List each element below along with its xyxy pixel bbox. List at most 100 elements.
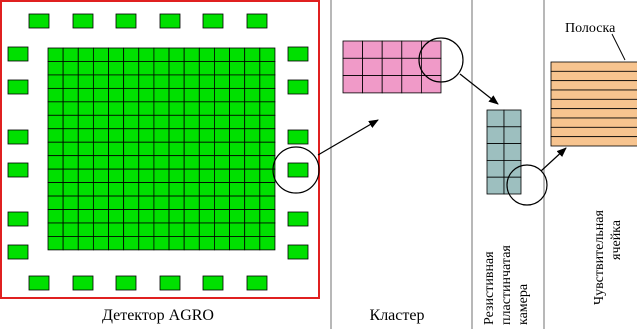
detector-cell <box>153 61 170 76</box>
detector-cell <box>168 74 185 89</box>
detector-cell <box>229 87 246 103</box>
detector-cell <box>259 74 276 89</box>
chamber-label-line2: пластинчатая <box>499 245 514 325</box>
detector-cell <box>153 87 170 103</box>
detector-cell <box>168 209 185 224</box>
detector-cell <box>244 182 261 197</box>
detector-cell <box>214 168 230 183</box>
detector-cell <box>229 222 246 237</box>
detector-cell <box>47 128 64 143</box>
detector-cell <box>183 155 200 170</box>
detector-cell <box>92 182 109 197</box>
border-cell-top <box>115 13 137 29</box>
strip <box>550 126 637 138</box>
arrow-detector-to-cluster <box>317 119 379 156</box>
detector-cell <box>183 128 200 143</box>
cell-label-line1: Чувствительная <box>592 210 607 305</box>
detector-cell <box>123 114 140 130</box>
detector-cell <box>198 222 215 237</box>
border-cell-top <box>72 13 94 29</box>
detector-cell <box>123 141 140 157</box>
detector-cell <box>123 74 140 89</box>
detector-cell <box>183 236 200 251</box>
cell-label-line2: ячейка <box>609 219 624 260</box>
detector-cell <box>259 236 276 251</box>
border-cell-left <box>7 79 29 95</box>
cell-label: Чувствительная <box>592 210 607 305</box>
detector-cell <box>92 195 109 210</box>
detector-cell <box>153 168 170 183</box>
detector-cell <box>47 101 64 116</box>
detector-cell <box>153 155 170 170</box>
detector-cell <box>168 222 185 237</box>
detector-cell <box>244 47 261 62</box>
detector-cell <box>229 74 246 89</box>
detector-cell <box>108 47 125 62</box>
strip <box>550 70 637 82</box>
detector-cell <box>244 168 261 183</box>
detector-cell <box>138 155 155 170</box>
border-cell-top <box>246 13 268 29</box>
detector-cell <box>92 87 109 103</box>
cluster-cell <box>420 75 442 94</box>
detector-cell <box>198 155 215 170</box>
detector-cell <box>62 222 79 237</box>
detector-cell <box>108 114 125 130</box>
border-cell-right <box>287 211 309 227</box>
detector-cell <box>244 195 261 210</box>
border-cell-top <box>202 13 224 29</box>
detector-cell <box>168 141 185 157</box>
detector-cell <box>47 141 64 157</box>
cluster-cell <box>420 57 442 76</box>
detector-cell <box>153 195 170 210</box>
detector-cell <box>138 195 155 210</box>
detector-magnifier-circle <box>272 146 320 194</box>
cluster-cell <box>401 75 422 94</box>
detector-cell <box>229 101 246 116</box>
detector-cell <box>198 195 215 210</box>
detector-cell <box>138 236 155 251</box>
detector-cell <box>77 74 94 89</box>
detector-cell <box>62 182 79 197</box>
detector-cell <box>214 182 230 197</box>
detector-cell <box>92 128 109 143</box>
detector-cell <box>138 182 155 197</box>
border-cell-right <box>287 79 309 95</box>
border-cell-right <box>287 46 309 62</box>
detector-cell <box>198 87 215 103</box>
detector-cell <box>62 74 79 89</box>
border-cell-bottom <box>28 275 50 291</box>
detector-cell <box>214 74 230 89</box>
detector-label: Детектор AGRO <box>102 307 214 324</box>
detector-cell <box>259 47 276 62</box>
detector-cell <box>123 182 140 197</box>
detector-cell <box>259 101 276 116</box>
detector-cell <box>153 47 170 62</box>
border-cell-left <box>7 211 29 227</box>
arrow-cluster-to-chamber <box>459 73 499 105</box>
border-cell-bottom <box>72 275 94 291</box>
detector-cell <box>229 47 246 62</box>
detector-cell <box>214 114 230 130</box>
detector-cell <box>244 61 261 76</box>
detector-cell <box>198 101 215 116</box>
detector-cell <box>77 155 94 170</box>
detector-cell <box>229 61 246 76</box>
border-cell-right <box>287 162 309 178</box>
cluster-cell <box>401 40 422 59</box>
detector-cell <box>92 61 109 76</box>
detector-cell <box>259 182 276 197</box>
detector-cell <box>77 182 94 197</box>
detector-cell <box>168 182 185 197</box>
cluster-cell <box>381 40 403 59</box>
detector-cell <box>138 74 155 89</box>
border-cell-bottom <box>246 275 268 291</box>
detector-cell <box>123 209 140 224</box>
detector-cell <box>183 168 200 183</box>
chamber-cell <box>486 109 505 128</box>
detector-cell <box>62 236 79 251</box>
detector-cell <box>183 47 200 62</box>
detector-cell <box>92 209 109 224</box>
detector-cell <box>92 168 109 183</box>
